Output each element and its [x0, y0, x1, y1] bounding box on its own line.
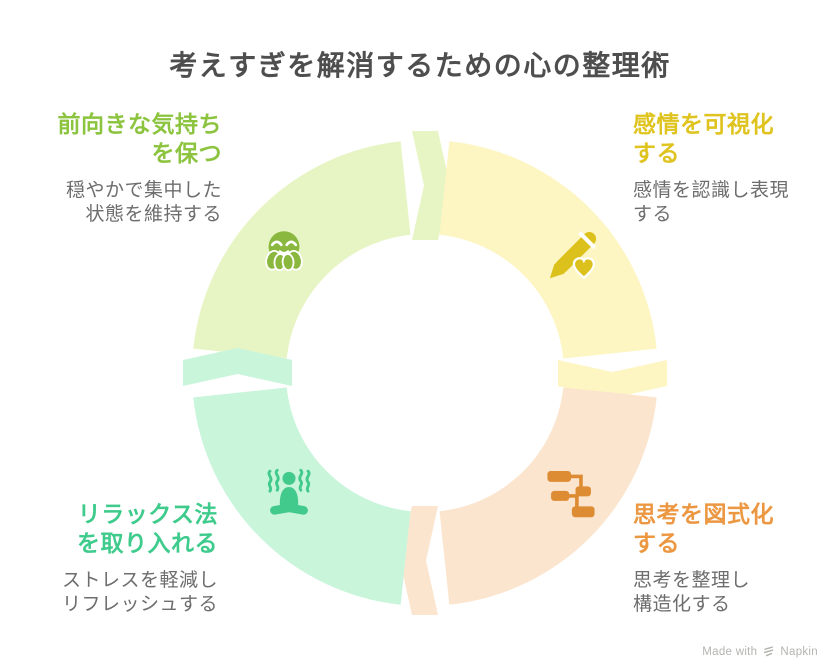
arrow-chevron-emotion: [558, 360, 667, 398]
step-heading: 感情を可視化 する: [633, 111, 774, 166]
watermark-prefix: Made with: [702, 645, 758, 658]
step-label-emotion: 感情を可視化 する 感情を認識し表現 する: [633, 110, 833, 228]
meditation-icon: [260, 463, 318, 521]
step-label-relax: リラックス法 を取り入れる ストレスを軽減し リフレッシュする: [0, 500, 218, 618]
hugging-face-icon: [255, 224, 313, 282]
arc-segment-positive: [193, 141, 411, 359]
step-description: 感情を認識し表現 する: [633, 180, 790, 226]
made-with-napkin-link[interactable]: Made with Napkin: [702, 645, 818, 658]
pencil-heart-icon: [544, 227, 602, 285]
arc-segment-relax: [193, 387, 411, 605]
watermark-brand: Napkin: [780, 645, 818, 658]
arrow-chevron-diagram: [400, 506, 438, 615]
step-label-diagram: 思考を図式化 する 思考を整理し 構造化する: [633, 500, 833, 618]
page-title: 考えすぎを解消するための心の整理術: [169, 50, 671, 81]
napkin-logo-icon: [764, 646, 774, 657]
step-description: ストレスを軽減し リフレッシュする: [61, 570, 218, 616]
arrow-chevron-positive: [412, 131, 450, 240]
step-label-positive: 前向きな気持ち を保つ 穏やかで集中した 状態を維持する: [0, 110, 222, 228]
arrow-chevron-relax: [183, 348, 292, 386]
step-heading: 前向きな気持ち を保つ: [57, 111, 222, 166]
flowchart-icon: [542, 461, 600, 519]
arc-segment-diagram: [439, 387, 657, 605]
arc-segment-emotion: [439, 141, 657, 359]
step-description: 思考を整理し 構造化する: [633, 570, 751, 616]
step-heading: リラックス法 を取り入れる: [77, 501, 218, 556]
step-description: 穏やかで集中した 状態を維持する: [65, 180, 222, 226]
step-heading: 思考を図式化 する: [633, 501, 774, 556]
